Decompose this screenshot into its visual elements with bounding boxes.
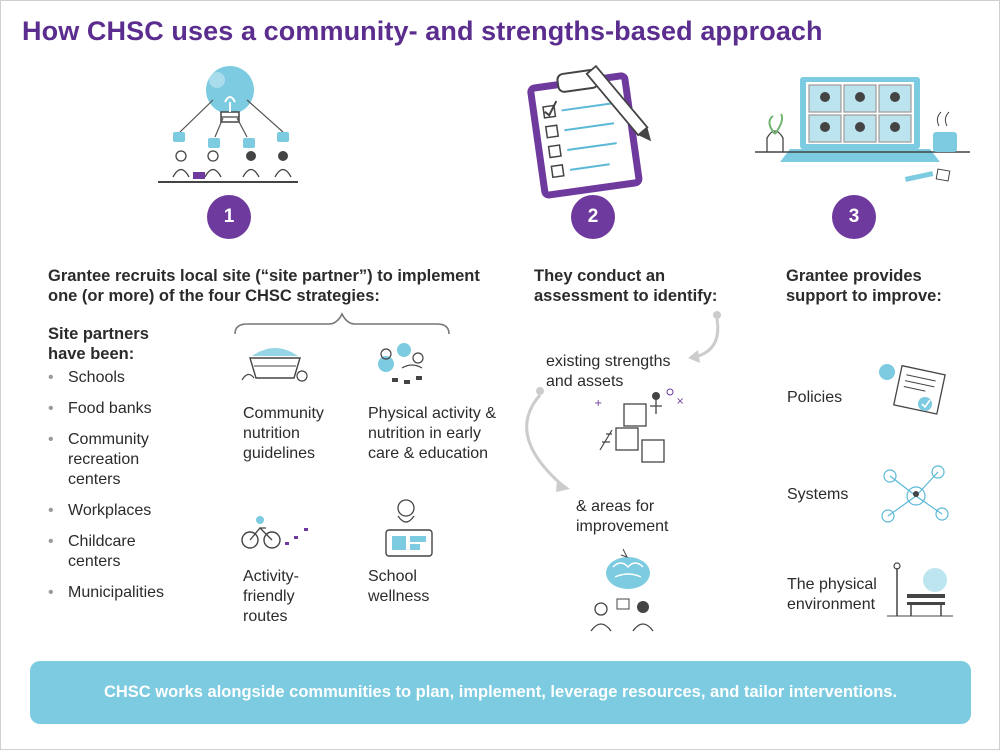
list-item: Workplaces [48,501,188,521]
list-item: Childcare centers [48,532,188,572]
svg-text:×: × [676,396,684,407]
list-item: Municipalities [48,583,188,603]
systems-network-icon [881,465,949,523]
support-physical-environment: The physical environment [787,576,877,613]
strategy-school-wellness: School wellness [368,568,430,605]
svg-text:+: + [594,398,602,409]
assessment-arrows [525,311,721,492]
site-partners-heading: Site partners have been: [48,325,149,363]
assessment-improvement: & areas for improvement [576,498,669,535]
produce-basket-icon [241,348,308,382]
assessment-strengths: existing strengths and assets [546,353,671,390]
strategy-early-care-education: Physical activity & nutrition in early c… [368,405,497,462]
list-item: Food banks [48,399,188,419]
park-bench-icon [887,562,953,617]
list-item: Schools [48,368,188,388]
summary-banner: CHSC works alongside communities to plan… [30,661,971,724]
early-care-play-icon [378,343,424,384]
step-2-heading: They conduct an assessment to identify: [534,267,718,305]
list-item: Community recreation centers [48,430,188,490]
strategy-community-nutrition: Community nutrition guidelines [243,405,324,462]
school-wellness-icon [385,499,433,557]
step-1-badge: 1 [207,195,251,239]
site-partners-list: Schools Food banks Community recreation … [48,368,188,614]
clipboard-checklist-illustration [527,64,652,199]
page-title: How CHSC uses a community- and strengths… [22,16,823,46]
policy-document-icon [879,364,946,415]
collaboration-illustration [158,66,298,183]
step-1-heading: Grantee recruits local site (“site partn… [48,267,480,305]
step-3-heading: Grantee provides support to improve: [786,267,942,305]
bicycle-route-icon [241,516,308,549]
building-blocks-teamwork-icon: + × [594,388,684,463]
brain-idea-icon [590,548,654,632]
strategy-activity-friendly-routes: Activity-friendly routes [243,568,299,625]
laptop-video-call-illustration [755,77,970,182]
strategies-brace [234,312,450,335]
support-policies: Policies [787,389,843,406]
step-3-badge: 3 [832,195,876,239]
step-2-badge: 2 [571,195,615,239]
support-systems: Systems [787,486,849,503]
